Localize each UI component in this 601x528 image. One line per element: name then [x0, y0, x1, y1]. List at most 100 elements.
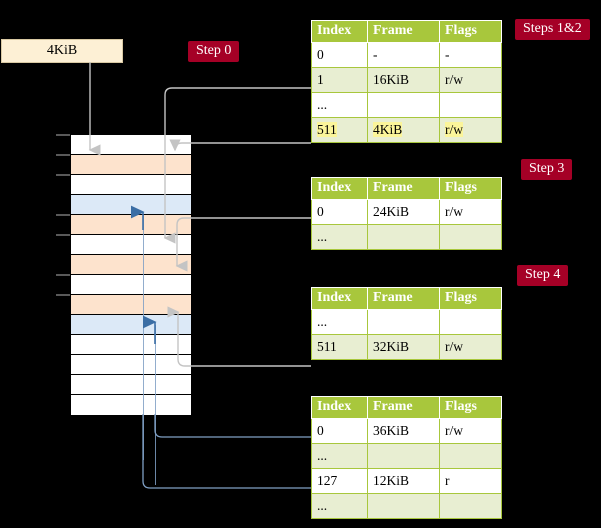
table-cell	[439, 224, 502, 250]
wire-table2-row511-to-memory	[167, 306, 311, 367]
table-cell: ...	[311, 224, 368, 250]
table-cell: r/w	[439, 334, 502, 360]
table-cell: ...	[311, 92, 368, 118]
table-cell: 32KiB	[367, 334, 440, 360]
column-header-flags: Flags	[439, 177, 502, 200]
table-cell: ...	[311, 493, 368, 519]
memory-frame-row	[71, 135, 191, 155]
memory-frame-row	[71, 355, 191, 375]
table-row: ...	[311, 224, 502, 250]
table-cell: 511	[311, 117, 368, 143]
table-row: 0 --	[311, 42, 502, 68]
table-row: 0 24KiB r/w	[311, 199, 502, 225]
table-cell: 36KiB	[367, 418, 440, 444]
memory-frame-row	[71, 155, 191, 175]
guide-line-right	[155, 325, 156, 485]
cell-value: 0	[317, 203, 324, 219]
column-header-index: Index	[311, 287, 368, 310]
table-cell: r/w	[439, 67, 502, 93]
badge-step-4-label: Step 4	[525, 267, 561, 282]
memory-frame-row	[71, 295, 191, 315]
cell-value: 511	[317, 338, 337, 354]
table-cell: 4KiB	[367, 117, 440, 143]
memory-frame-row	[71, 275, 191, 295]
table-row: 0 36KiB r/w	[311, 418, 502, 444]
cell-value: -	[445, 46, 450, 62]
memory-frame-row	[71, 215, 191, 235]
column-header-frame: Frame	[367, 20, 440, 43]
memory-frame-tick	[56, 154, 70, 156]
memory-frame-row	[71, 375, 191, 395]
table-cell: -	[367, 42, 440, 68]
badge-steps-1-2: Steps 1&2	[515, 19, 590, 40]
cell-value: ...	[317, 228, 328, 244]
table-row: ...	[311, 92, 502, 118]
source-frame-label: 4KiB	[46, 43, 78, 58]
memory-frame-row	[71, 395, 191, 415]
badge-step-3: Step 3	[521, 159, 573, 180]
table-cell: -	[439, 42, 502, 68]
table-cell	[439, 92, 502, 118]
column-header-frame: Frame	[367, 287, 440, 310]
wire-memory-to-table3-row127	[142, 414, 311, 489]
column-header-index: Index	[311, 396, 368, 419]
table-cell: 24KiB	[367, 199, 440, 225]
memory-frame-tick	[56, 174, 70, 176]
badge-step-4: Step 4	[517, 265, 569, 286]
memory-frame-row	[71, 255, 191, 275]
cell-value: r/w	[445, 203, 463, 219]
cell-value: 511	[317, 121, 337, 137]
memory-frame-row	[71, 195, 191, 215]
table-cell: 12KiB	[367, 468, 440, 494]
wire-table1-row0-to-memory	[175, 217, 311, 272]
memory-frame-row	[71, 235, 191, 255]
table-cell: 0	[311, 42, 368, 68]
cell-value: 32KiB	[373, 338, 410, 354]
column-header-index: Index	[311, 20, 368, 43]
table-row: 511 32KiB r/w	[311, 334, 502, 360]
cell-value: r	[445, 472, 450, 488]
cell-value: r/w	[445, 338, 463, 354]
column-header-index: Index	[311, 177, 368, 200]
memory-frame-row	[71, 175, 191, 195]
badge-step-0: Step 0	[188, 41, 240, 62]
table-cell: 127	[311, 468, 368, 494]
table-cell: 0	[311, 199, 368, 225]
table-cell	[439, 443, 502, 469]
table-cell: ...	[311, 443, 368, 469]
table-cell: 511	[311, 334, 368, 360]
cell-value: 0	[317, 46, 324, 62]
table-row: ...	[311, 493, 502, 519]
badge-step-3-label: Step 3	[529, 161, 565, 176]
column-header-flags: Flags	[439, 20, 502, 43]
memory-frame-tick	[56, 274, 70, 276]
table-row: ...	[311, 309, 502, 335]
table-cell	[367, 443, 440, 469]
cell-value: r/w	[445, 71, 463, 87]
memory-frame-tick	[56, 134, 70, 136]
cell-value: 0	[317, 422, 324, 438]
cell-value: 24KiB	[373, 203, 410, 219]
table-cell: r/w	[439, 117, 502, 143]
table-cell: r/w	[439, 418, 502, 444]
cell-value: 36KiB	[373, 422, 410, 438]
cell-value: r/w	[445, 422, 463, 438]
table-cell: 1	[311, 67, 368, 93]
column-header-flags: Flags	[439, 287, 502, 310]
table-cell: 16KiB	[367, 67, 440, 93]
wire-memory-to-table3-row0	[154, 414, 311, 438]
memory-frame-row	[71, 315, 191, 335]
cell-value: ...	[317, 96, 328, 112]
table-cell: 0	[311, 418, 368, 444]
